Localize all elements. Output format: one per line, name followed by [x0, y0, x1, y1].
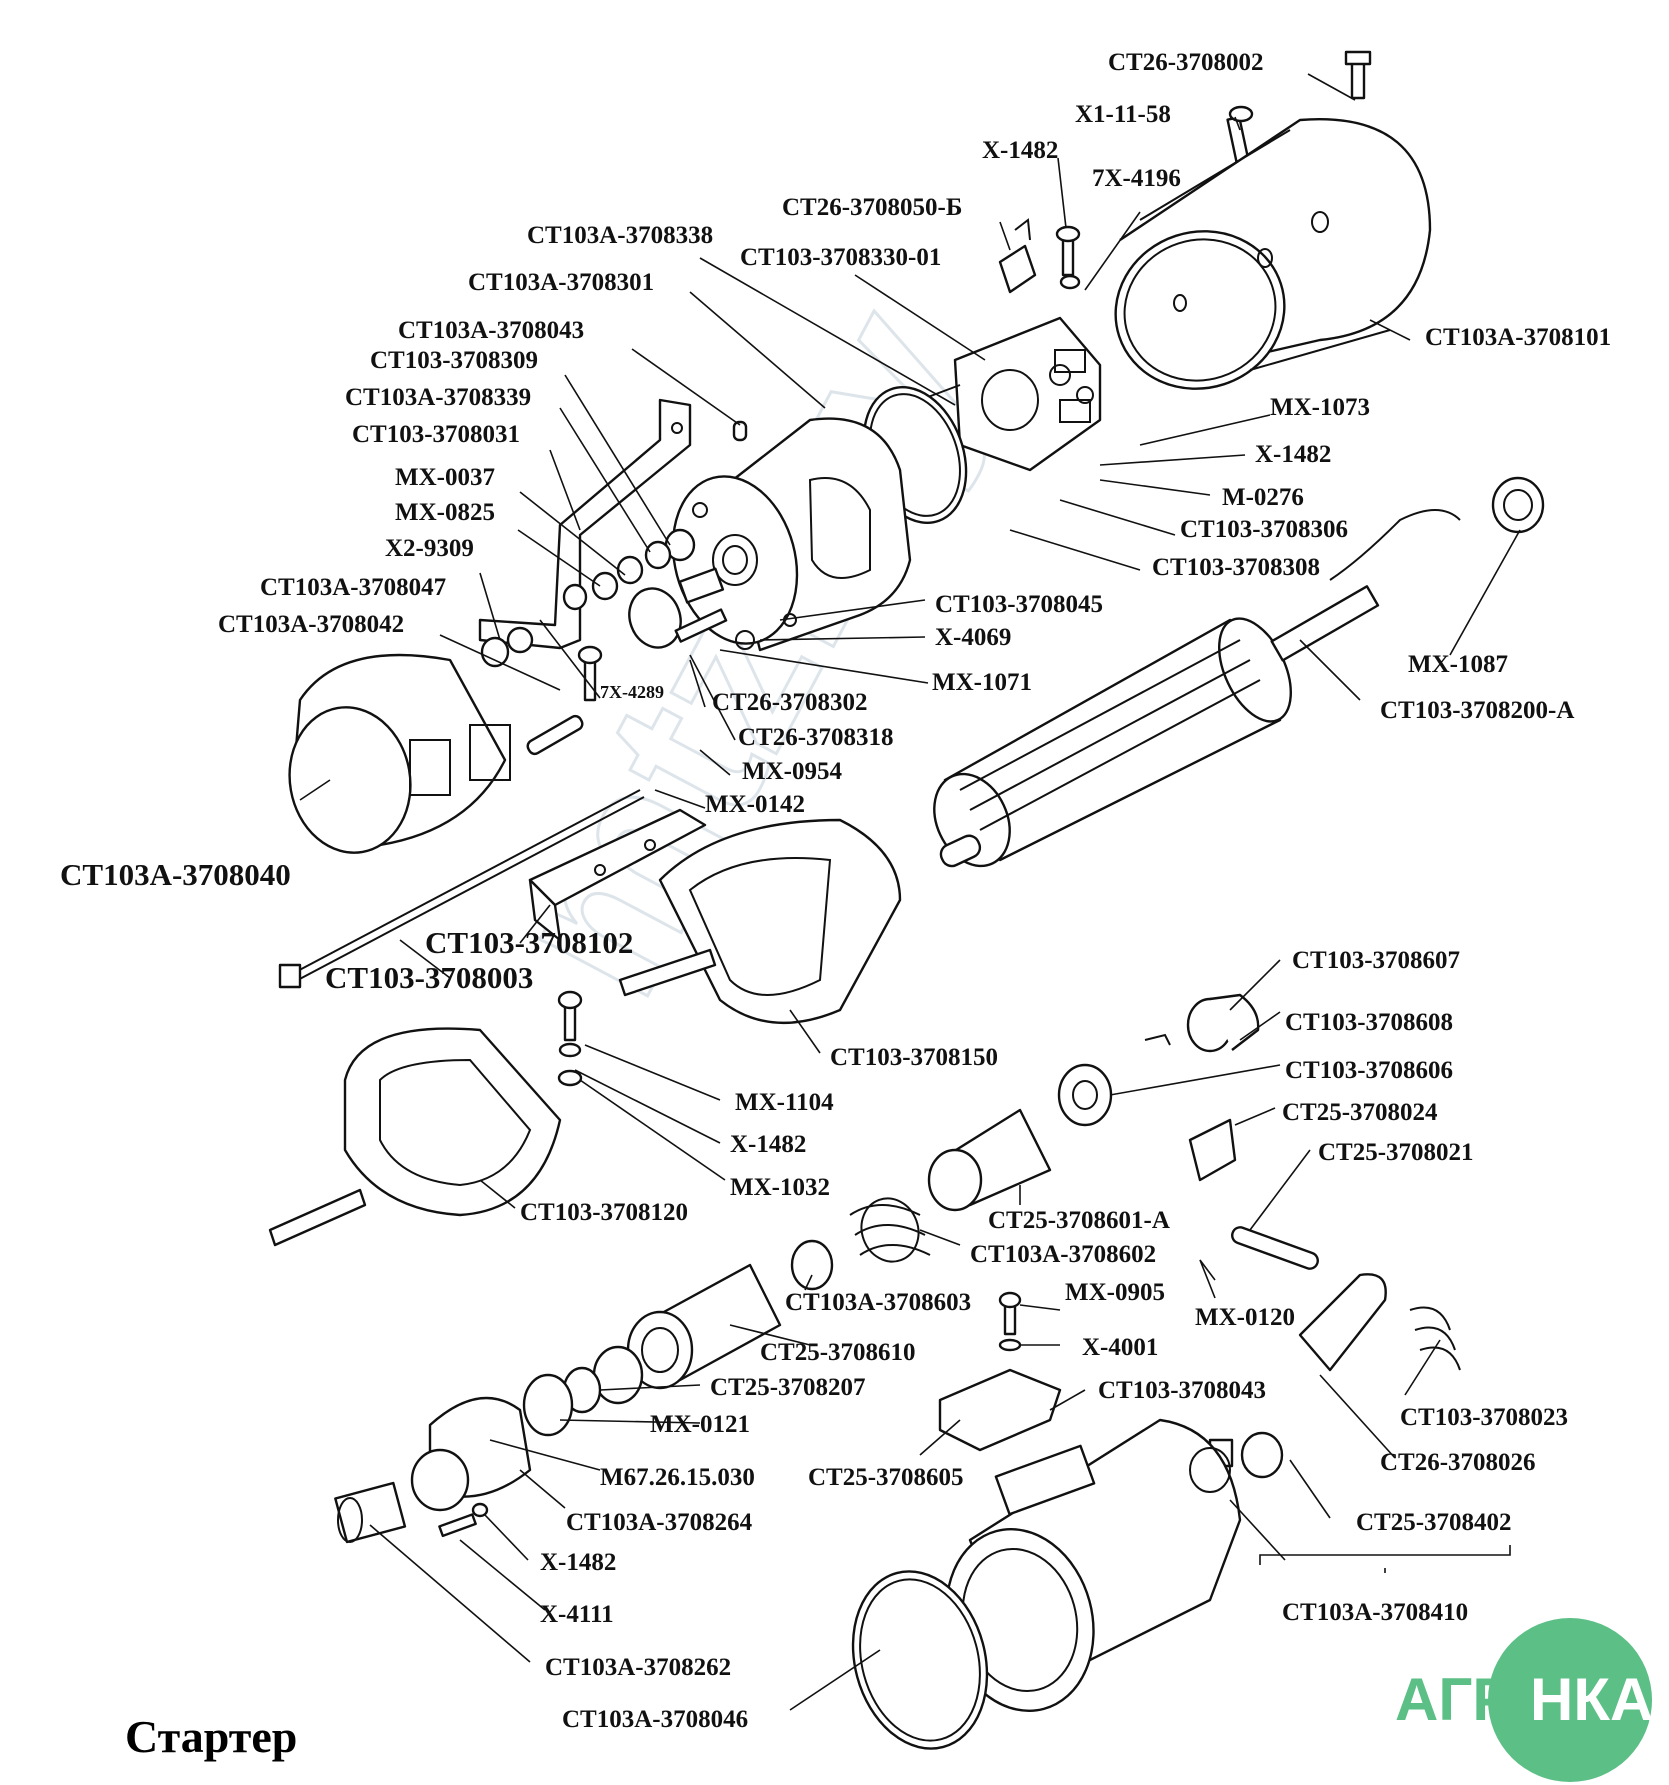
part-label: СТ26-3708318: [738, 724, 894, 751]
part-label: МХ-0905: [1065, 1279, 1165, 1306]
part-label: СТ103-3708308: [1152, 554, 1320, 581]
part-label: МХ-0120: [1195, 1304, 1295, 1331]
through-bolt-part: [278, 789, 707, 989]
part-label: Х-4069: [935, 624, 1011, 651]
end-cover-part: [671, 417, 912, 652]
part-label: СТ26-3708026: [1380, 1449, 1536, 1476]
part-label: Х-1482: [730, 1131, 806, 1158]
part-label: СТ103А-3708040: [60, 857, 291, 892]
part-label: Х-1482: [540, 1549, 616, 1576]
part-label: 7Х-4289: [600, 682, 664, 702]
part-label: СТ103-3708309: [370, 347, 538, 374]
part-label: СТ103-3708043: [1098, 1377, 1266, 1404]
part-label: М67.26.15.030: [600, 1464, 755, 1491]
part-label: МХ-0037: [395, 464, 495, 491]
brush-carrier-part: [288, 653, 584, 854]
part-label: СТ103-3708607: [1292, 947, 1460, 974]
bracket-part: [478, 398, 748, 702]
part-label: СТ26-3708302: [712, 689, 868, 716]
part-label: СТ103А-3708262: [545, 1654, 731, 1681]
part-label: МХ-1073: [1270, 394, 1370, 421]
part-label: СТ103А-3708047: [260, 574, 446, 601]
armature-part: [933, 476, 1545, 868]
part-label: СТ103А-3708338: [527, 222, 713, 249]
part-label: СТ103-3708200-А: [1380, 697, 1574, 724]
field-coil-part: [268, 818, 902, 1247]
part-label: СТ103А-3708046: [562, 1706, 748, 1733]
part-label: СТ26-3708050-Б: [782, 194, 962, 221]
clutch-parts: [334, 1239, 1284, 1544]
leader-lines: [299, 73, 1521, 1711]
part-labels: СТ26-3708002 Х1-11-58 Х-1482 7Х-4196 СТ2…: [60, 49, 1611, 1733]
part-label: СТ103-3708306: [1180, 516, 1348, 543]
part-label: Х-1482: [1255, 441, 1331, 468]
part-label: СТ25-3708021: [1318, 1139, 1474, 1166]
part-label: 7Х-4196: [1092, 165, 1181, 192]
part-label: МХ-0121: [650, 1411, 750, 1438]
part-label: СТ103А-3708043: [398, 317, 584, 344]
part-label: СТ25-3708207: [710, 1374, 866, 1401]
part-label: СТ103А-3708339: [345, 384, 531, 411]
part-label: СТ25-3708605: [808, 1464, 964, 1491]
part-label: СТ103А-3708264: [566, 1509, 753, 1536]
part-label: МХ-0825: [395, 499, 495, 526]
part-label: СТ103-3708606: [1285, 1057, 1453, 1084]
part-label: СТ103А-3708101: [1425, 324, 1611, 351]
part-label: СТ103А-3708602: [970, 1241, 1156, 1268]
part-label: МХ-1104: [735, 1089, 834, 1116]
part-label: СТ25-3708402: [1356, 1509, 1512, 1536]
drive-parts: [849, 993, 1461, 1372]
part-label: СТ103-3708023: [1400, 1404, 1568, 1431]
part-label: СТ103-3708150: [830, 1044, 998, 1071]
part-label: СТ103-3708608: [1285, 1009, 1453, 1036]
part-label: Х2-9309: [385, 535, 474, 562]
part-label: СТ103-3708003: [325, 960, 533, 995]
logo-text-right: НКА: [1530, 1666, 1653, 1733]
part-label: СТ103-3708045: [935, 591, 1103, 618]
part-label: МХ-1087: [1408, 651, 1508, 678]
logo-text-left: АГРО: [1395, 1666, 1558, 1733]
part-label: МХ-0142: [705, 791, 805, 818]
part-label: СТ25-3708601-А: [988, 1207, 1170, 1234]
part-label: СТ103А-3708603: [785, 1289, 971, 1316]
part-label: СТ103-3708102: [425, 925, 633, 960]
part-label: СТ103А-3708410: [1282, 1599, 1468, 1626]
part-label: М-0276: [1222, 484, 1304, 511]
page-title: Стартер: [125, 1711, 297, 1762]
part-label: МХ-1032: [730, 1174, 830, 1201]
part-label: СТ103-3708031: [352, 421, 520, 448]
part-label: СТ26-3708002: [1108, 49, 1264, 76]
part-label: СТ103А-3708301: [468, 269, 654, 296]
part-label: Х1-11-58: [1075, 101, 1171, 128]
part-label: МХ-1071: [932, 669, 1032, 696]
part-label: СТ103А-3708042: [218, 611, 404, 638]
part-label: СТ103-3708330-01: [740, 244, 941, 271]
brand-logo: АГРО НКА: [1395, 1618, 1653, 1782]
part-label: Х-4111: [540, 1601, 614, 1628]
part-label: СТ103-3708120: [520, 1199, 688, 1226]
part-label: Х-1482: [982, 137, 1058, 164]
housing-cylinder-part: [1114, 118, 1432, 390]
part-label: МХ-0954: [742, 758, 842, 785]
part-label: Х-4001: [1082, 1334, 1158, 1361]
drive-housing-part: [851, 1418, 1242, 1750]
part-label: СТ25-3708610: [760, 1339, 916, 1366]
part-label: СТ25-3708024: [1282, 1099, 1438, 1126]
